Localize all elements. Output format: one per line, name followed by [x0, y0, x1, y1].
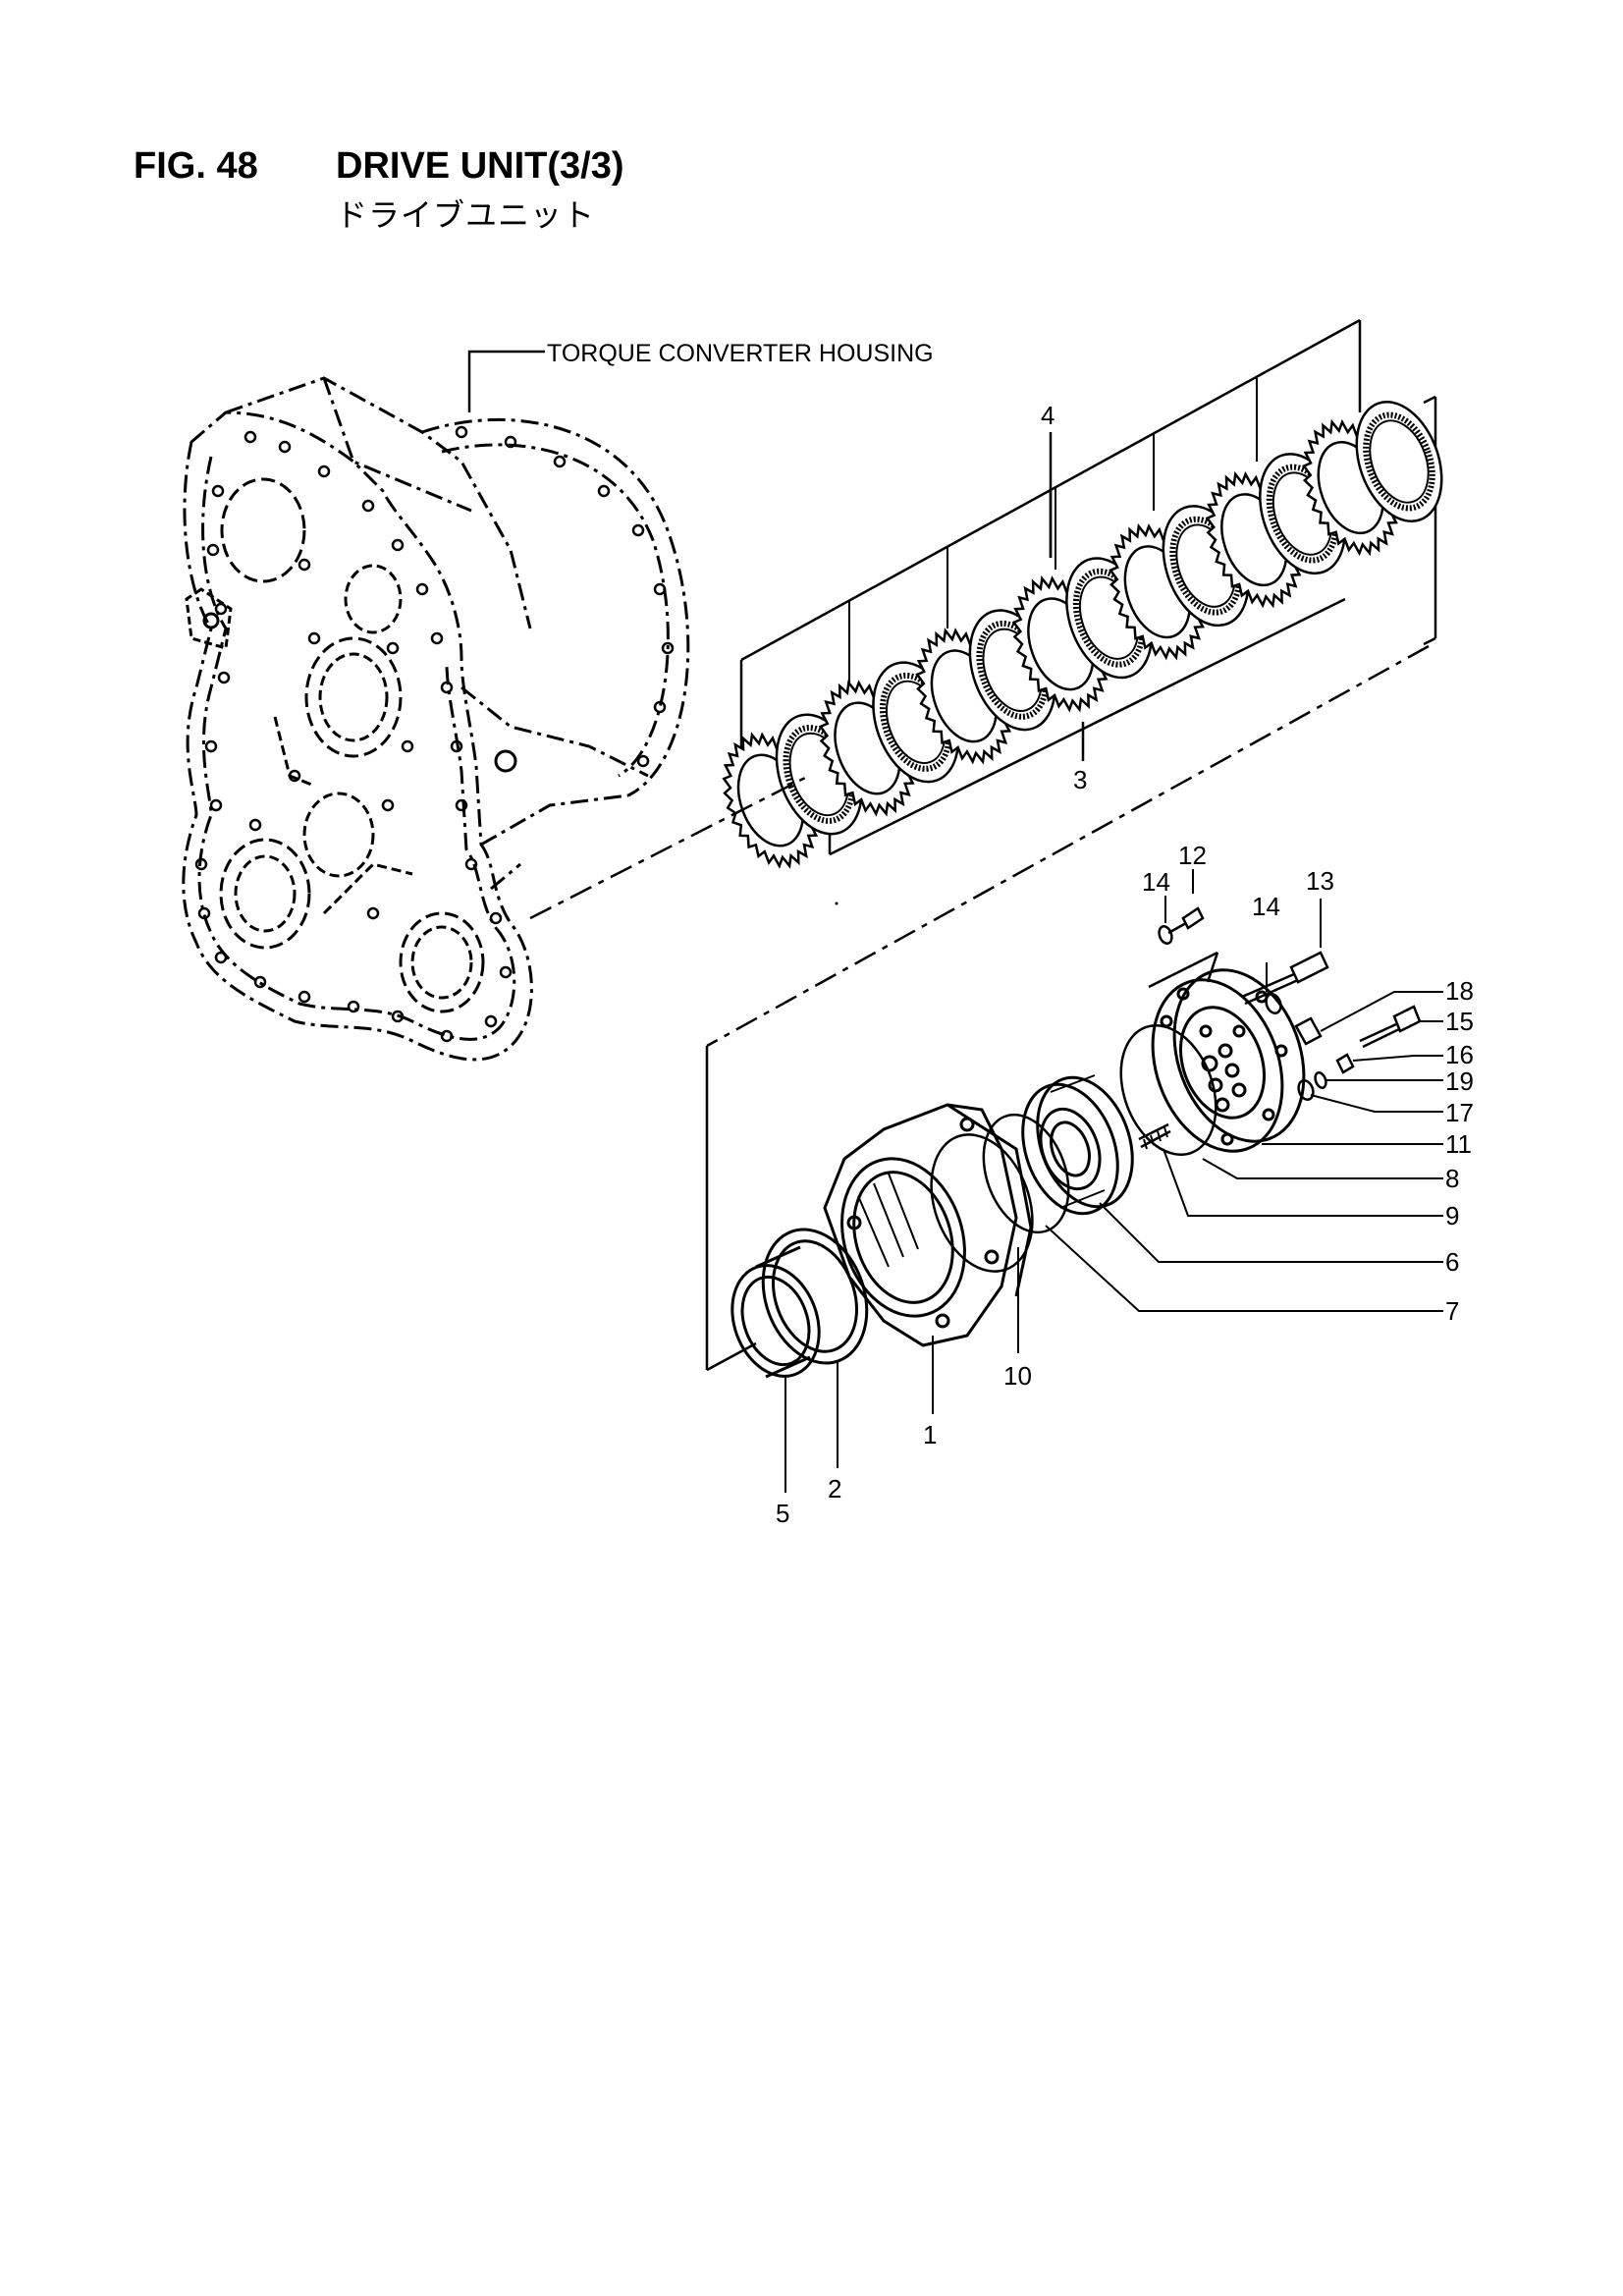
callout-13: 13 [1306, 866, 1334, 896]
callout-5: 5 [776, 1499, 789, 1528]
part-6-piston [1021, 1074, 1134, 1216]
callout-9: 9 [1445, 1201, 1459, 1230]
callout-4: 4 [1041, 401, 1055, 430]
figure-subtitle: ドライブユニット [336, 197, 596, 233]
lower-assembly-frame [705, 644, 1430, 1372]
callout-15: 15 [1445, 1007, 1474, 1036]
part-8-o-ring [1119, 1024, 1217, 1156]
callout-leaders [784, 869, 1443, 1493]
assembly-axis-upper [529, 776, 806, 920]
clutch-discs [722, 400, 1443, 869]
part-11-cover [1151, 968, 1306, 1153]
torque-converter-housing [182, 376, 690, 1062]
callout-8: 8 [1445, 1164, 1459, 1193]
fasteners [1158, 906, 1422, 1101]
callout-17: 17 [1445, 1098, 1474, 1127]
part-7-ring [982, 1113, 1070, 1234]
callout-3: 3 [1073, 765, 1087, 794]
callout-7: 7 [1445, 1296, 1459, 1326]
housing-label: TORQUE CONVERTER HOUSING [547, 340, 934, 367]
callout-11: 11 [1445, 1129, 1472, 1159]
callout-18: 18 [1445, 976, 1474, 1006]
callout-10: 10 [1003, 1361, 1032, 1391]
figure-number: FIG. 48 [134, 145, 258, 187]
housing-bores [185, 477, 517, 1013]
figure-title: DRIVE UNIT(3/3) [336, 145, 624, 187]
housing-bolt-holes [194, 425, 675, 1043]
callout-12: 12 [1178, 841, 1207, 870]
callout-1: 1 [923, 1420, 937, 1449]
housing-label-group: TORQUE CONVERTER HOUSING [467, 340, 934, 412]
callout-14-upper: 14 [1142, 867, 1170, 897]
part-10-ring [930, 1133, 1034, 1273]
callout-2: 2 [828, 1474, 841, 1503]
callout-14-right: 14 [1252, 892, 1280, 921]
part-9-pin [1138, 1122, 1171, 1150]
callout-16: 16 [1445, 1040, 1474, 1069]
inner-spline-disc [1355, 400, 1443, 523]
callout-19: 19 [1445, 1066, 1474, 1096]
callout-numbers: 12 14 13 14 18 15 16 19 17 11 8 9 6 7 10… [776, 841, 1474, 1528]
callout-6: 6 [1445, 1247, 1459, 1277]
disc-callouts: 4 3 [1041, 401, 1087, 794]
part-1-carrier-housing [823, 1103, 1033, 1347]
